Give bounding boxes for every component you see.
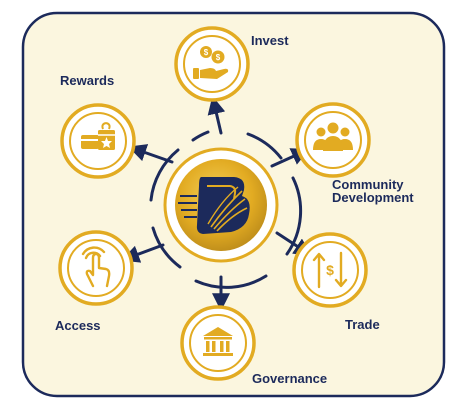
center-node bbox=[163, 147, 279, 263]
trade-node: $ bbox=[292, 232, 368, 308]
rewards-label: Rewards bbox=[60, 73, 115, 88]
svg-text:$: $ bbox=[216, 53, 221, 62]
connector-arcs bbox=[149, 130, 303, 289]
svg-text:$: $ bbox=[326, 262, 334, 278]
gift-card-icon bbox=[81, 122, 115, 150]
trade-label: Trade bbox=[345, 317, 380, 332]
invest-label: Invest bbox=[251, 33, 289, 48]
governance-node bbox=[180, 305, 256, 381]
community-label-line-1: Community bbox=[332, 177, 404, 192]
people-group-icon bbox=[313, 122, 353, 151]
arrow-to-rewards bbox=[128, 144, 174, 164]
rewards-node bbox=[60, 103, 136, 179]
bank-building-icon bbox=[203, 327, 233, 356]
governance-label: Governance bbox=[252, 371, 328, 386]
arrow-to-community bbox=[270, 148, 310, 168]
access-label: Access bbox=[55, 318, 101, 333]
touch-hand-icon bbox=[81, 246, 111, 288]
coins-hand-icon: $ $ bbox=[193, 46, 229, 79]
svg-text:$: $ bbox=[204, 48, 209, 57]
brand-logo-icon bbox=[178, 177, 250, 234]
arrow-to-access bbox=[121, 243, 165, 263]
access-node bbox=[58, 230, 134, 306]
community-label-line-2: Development bbox=[332, 190, 414, 205]
community-node bbox=[295, 102, 371, 178]
arrow-to-invest bbox=[207, 95, 226, 135]
dollar-exchange-icon: $ bbox=[312, 251, 348, 289]
invest-node: $ $ bbox=[174, 26, 250, 102]
community-label: Community Development bbox=[332, 178, 414, 204]
